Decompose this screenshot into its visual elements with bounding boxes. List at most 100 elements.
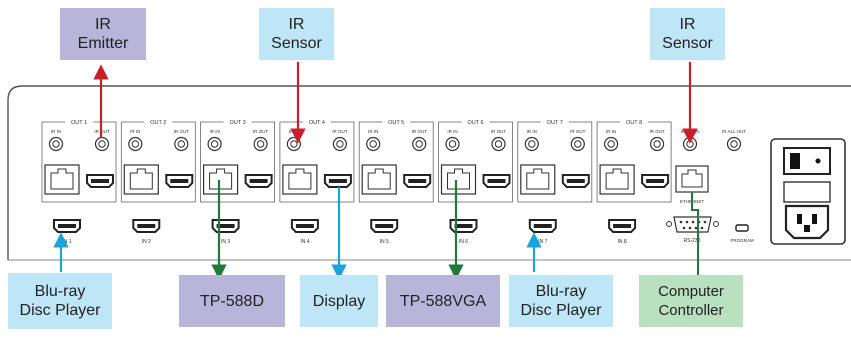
power-inlet-pin-right [812, 214, 817, 224]
ir-in-jack[interactable] [286, 136, 301, 152]
ir-emitter-callout: IR Emitter [60, 8, 146, 60]
power-switch-rocker [790, 153, 800, 169]
rj45-port[interactable] [520, 164, 556, 195]
ir-out-jack-core [256, 140, 265, 148]
hdmi-out-port[interactable] [86, 174, 114, 188]
hdmi-in-port[interactable] [53, 219, 81, 233]
ethernet-port[interactable] [675, 165, 709, 193]
ir-sensor-callout-1: IR Sensor [259, 8, 334, 60]
output-label: OUT 8 [626, 120, 642, 126]
input-label: IN 6 [459, 239, 468, 245]
ir-out-jack-core [177, 140, 186, 148]
power-inlet-shell [784, 204, 830, 240]
ir-out-jack-core [336, 140, 344, 148]
ir-out-label: IR OUT [570, 129, 586, 134]
ir-out-jack[interactable] [94, 136, 110, 152]
ir-out-jack[interactable] [174, 136, 189, 152]
ir-in-jack[interactable] [445, 136, 460, 152]
chassis-outline [7, 85, 851, 260]
ir-out-label: IR OUT [94, 129, 110, 134]
hdmi-in-port-pins [295, 224, 314, 228]
ir-in-jack[interactable] [48, 136, 64, 152]
output-label: OUT 2 [150, 120, 166, 126]
ir-in-jack[interactable] [603, 136, 619, 152]
hdmi-in-port-pins [613, 224, 632, 228]
rj45-port-socket [526, 168, 550, 190]
ir-in-label: IR IN [51, 129, 61, 134]
output-label-bg [461, 117, 490, 126]
ir-out-jack[interactable] [570, 136, 585, 152]
hdmi-out-port[interactable] [244, 174, 273, 188]
ir-in-jack[interactable] [128, 136, 143, 152]
hdmi-in-port[interactable] [370, 219, 399, 233]
rj45-port[interactable] [599, 164, 635, 195]
output-label: OUT 1 [71, 120, 87, 126]
rj45-port[interactable] [44, 164, 80, 195]
bluray-callout-2: Blu-ray Disc Player [509, 275, 613, 327]
rj45-port-socket [129, 168, 153, 190]
ir-in-label: IR IN [447, 129, 457, 134]
power-inlet[interactable] [784, 204, 830, 240]
program-port-shell [735, 224, 749, 232]
ir-out-jack[interactable] [649, 136, 665, 152]
rs232-pin [700, 226, 704, 230]
hdmi-in-port[interactable] [449, 219, 478, 233]
ir-in-jack-core [448, 140, 457, 148]
power-switch[interactable] [783, 147, 831, 175]
rj45-port[interactable] [440, 164, 477, 195]
ir-all-in-jack[interactable] [682, 136, 698, 152]
hdmi-in-port[interactable] [132, 219, 161, 233]
ir-out-jack-core [98, 140, 106, 148]
power-inlet-pin-left [797, 214, 802, 224]
input-port-4: IN 4 [290, 219, 319, 245]
ir-out-jack[interactable] [491, 136, 506, 152]
hdmi-in-port[interactable] [290, 219, 319, 233]
rj45-port-socket [288, 168, 312, 190]
ir-out-label: IR OUT [332, 129, 348, 134]
hdmi-out-port[interactable] [323, 174, 352, 188]
rj45-port-socket [50, 168, 74, 190]
rs232-port[interactable] [666, 216, 719, 233]
input-label: IN 2 [142, 239, 151, 245]
rs232-label: RS-232 [684, 238, 701, 244]
ir-out-label: IR OUT [412, 129, 428, 134]
hdmi-out-port[interactable] [165, 174, 194, 188]
ir-in-jack[interactable] [366, 136, 381, 152]
rs232-pin [679, 220, 683, 224]
hdmi-out-port-pins [408, 179, 427, 183]
output-label-bg [144, 117, 173, 126]
ir-in-jack-core [290, 140, 298, 148]
hdmi-in-port[interactable] [211, 219, 240, 233]
rj45-port[interactable] [361, 164, 397, 195]
ir-out-label: IR OUT [174, 129, 190, 134]
program-port[interactable] [735, 224, 749, 232]
hdmi-out-port[interactable] [641, 174, 670, 188]
ir-out-jack[interactable] [253, 136, 268, 152]
ir-out-jack[interactable] [412, 136, 427, 152]
ir-in-jack-core [369, 140, 377, 148]
output-label-bg [223, 117, 252, 126]
hdmi-out-port[interactable] [403, 174, 432, 188]
output-label: OUT 3 [230, 120, 246, 126]
ir-out-jack[interactable] [332, 136, 347, 152]
tp588vga-callout: TP-588VGA [386, 275, 500, 327]
rj45-port-socket [209, 168, 233, 190]
input-label: IN 1 [62, 239, 71, 245]
hdmi-in-port[interactable] [608, 219, 637, 233]
hdmi-in-port[interactable] [528, 219, 557, 233]
ir-in-jack[interactable] [524, 136, 539, 152]
rj45-port[interactable] [282, 164, 318, 195]
output-label-bg [620, 117, 649, 126]
rj45-port[interactable] [203, 164, 239, 195]
ir-in-jack-core [131, 140, 140, 148]
hdmi-out-port[interactable] [561, 174, 590, 188]
ir-all-out-jack[interactable] [726, 136, 742, 152]
ir-in-jack[interactable] [207, 136, 222, 152]
hdmi-out-port[interactable] [482, 174, 511, 188]
rj45-port[interactable] [123, 164, 159, 195]
output-label-bg [540, 117, 569, 126]
hdmi-in-port-pins [137, 224, 156, 228]
tp588d-callout: TP-588D [179, 275, 285, 327]
